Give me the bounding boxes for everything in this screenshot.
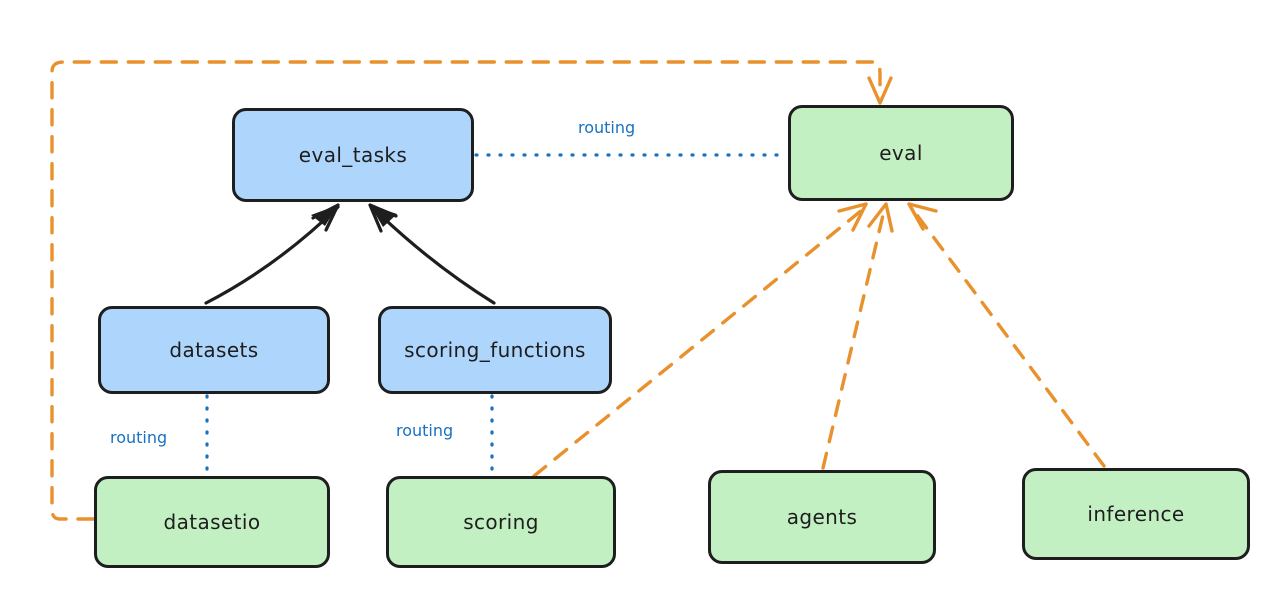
node-label-eval_tasks: eval_tasks — [298, 143, 408, 167]
node-inference[interactable]: inference — [1022, 468, 1250, 560]
edge-label-routing-scoring_functions-scoring: routing — [396, 421, 454, 440]
node-label-scoring_functions: scoring_functions — [404, 338, 586, 362]
edge-inference-to-eval — [907, 202, 1106, 468]
node-scoring[interactable]: scoring — [386, 476, 616, 568]
edge-label-routing-eval_tasks-eval: routing — [578, 118, 636, 137]
edge-label-routing-datasets-datasetio: routing — [110, 428, 168, 447]
node-datasetio[interactable]: datasetio — [94, 476, 330, 568]
node-scoring_functions[interactable]: scoring_functions — [378, 306, 612, 394]
node-label-datasets: datasets — [169, 338, 259, 362]
node-eval[interactable]: eval — [788, 105, 1014, 201]
node-label-datasetio: datasetio — [163, 510, 261, 534]
node-label-inference: inference — [1087, 502, 1185, 526]
edge-agents-to-eval — [821, 202, 894, 470]
edge-datasets-to-eval_tasks — [204, 203, 340, 305]
node-eval_tasks[interactable]: eval_tasks — [232, 108, 474, 202]
node-label-eval: eval — [879, 141, 923, 165]
node-agents[interactable]: agents — [708, 470, 936, 564]
edge-scoring_functions-to-eval_tasks — [368, 203, 496, 305]
node-label-agents: agents — [786, 505, 858, 529]
node-datasets[interactable]: datasets — [98, 306, 330, 394]
node-label-scoring: scoring — [463, 510, 539, 534]
